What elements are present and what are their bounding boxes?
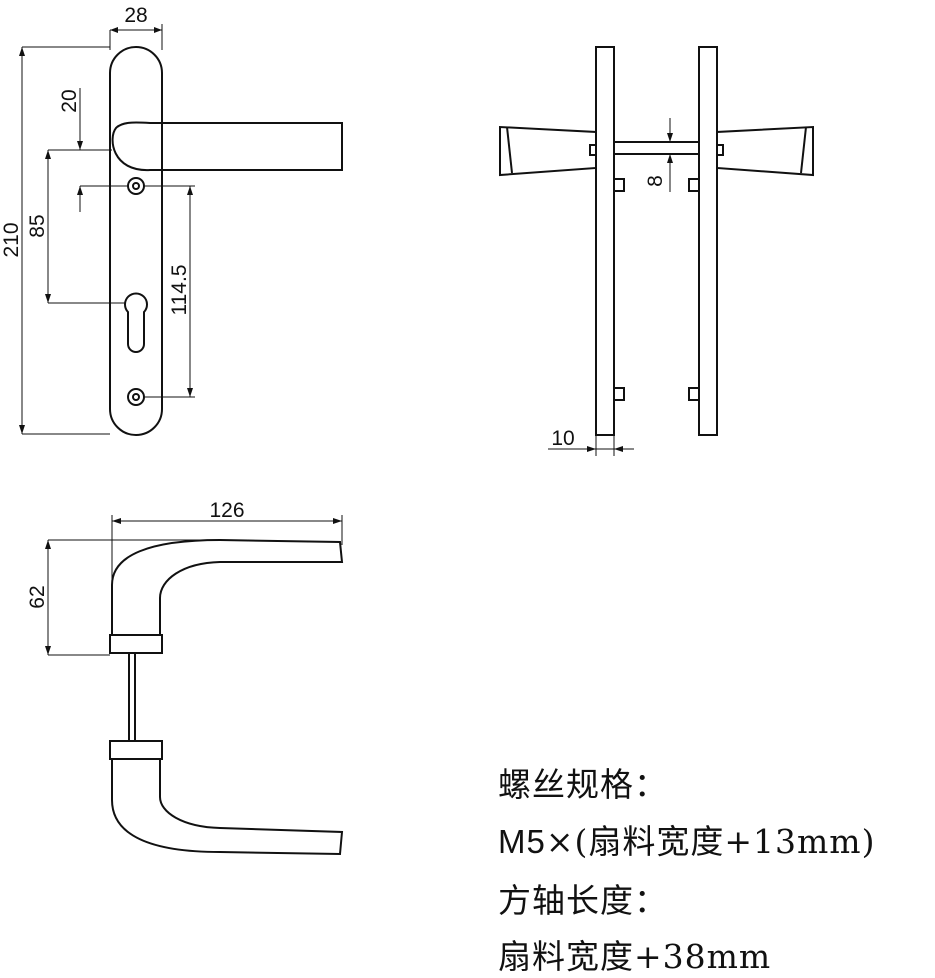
right-lever-side [716,125,814,177]
screw-size: M5 [498,823,546,860]
lower-rose [109,740,163,760]
dim-114-5: 114.5 [168,265,191,316]
upper-rose [109,634,163,654]
dim-210: 210 [0,222,23,257]
upper-lever-top [111,538,344,635]
screw-spec-label: 螺丝规格： [498,765,668,804]
screw-length-formula: ×(扇料宽度+13mm) [545,822,876,861]
top-dimension-arrows [45,518,342,655]
front-view [109,46,343,436]
top-view [109,538,344,856]
dim-126: 126 [209,499,244,522]
spindle-spec-label: 方轴长度： [498,881,668,920]
dim-85: 85 [26,214,49,237]
top-spindle [128,652,136,742]
front-dimension-arrows [19,27,193,434]
bottom-screw-hole [127,388,145,406]
dim-8: 8 [644,175,667,187]
side-view [499,46,814,436]
right-plate [698,46,718,436]
front-dimension-lines [21,24,195,435]
screw-spec-value: M5×(扇料宽度+13mm) [498,815,875,863]
left-lever-side [499,125,597,177]
spindle-spec-value: 扇料宽度+38mm [498,937,772,976]
dim-62: 62 [26,585,49,608]
top-screw-hole [127,177,145,195]
spindle [613,141,700,155]
cylinder-keyhole [124,292,148,353]
side-dimension-arrows [587,133,673,452]
dim-10: 10 [551,427,574,450]
left-plate [595,46,615,436]
dim-28: 28 [124,4,147,27]
lever-front-outline [111,121,343,172]
backplate-outline [109,46,163,436]
dim-20: 20 [58,89,81,112]
lower-lever-top [111,759,344,856]
top-dimension-lines [47,515,343,656]
